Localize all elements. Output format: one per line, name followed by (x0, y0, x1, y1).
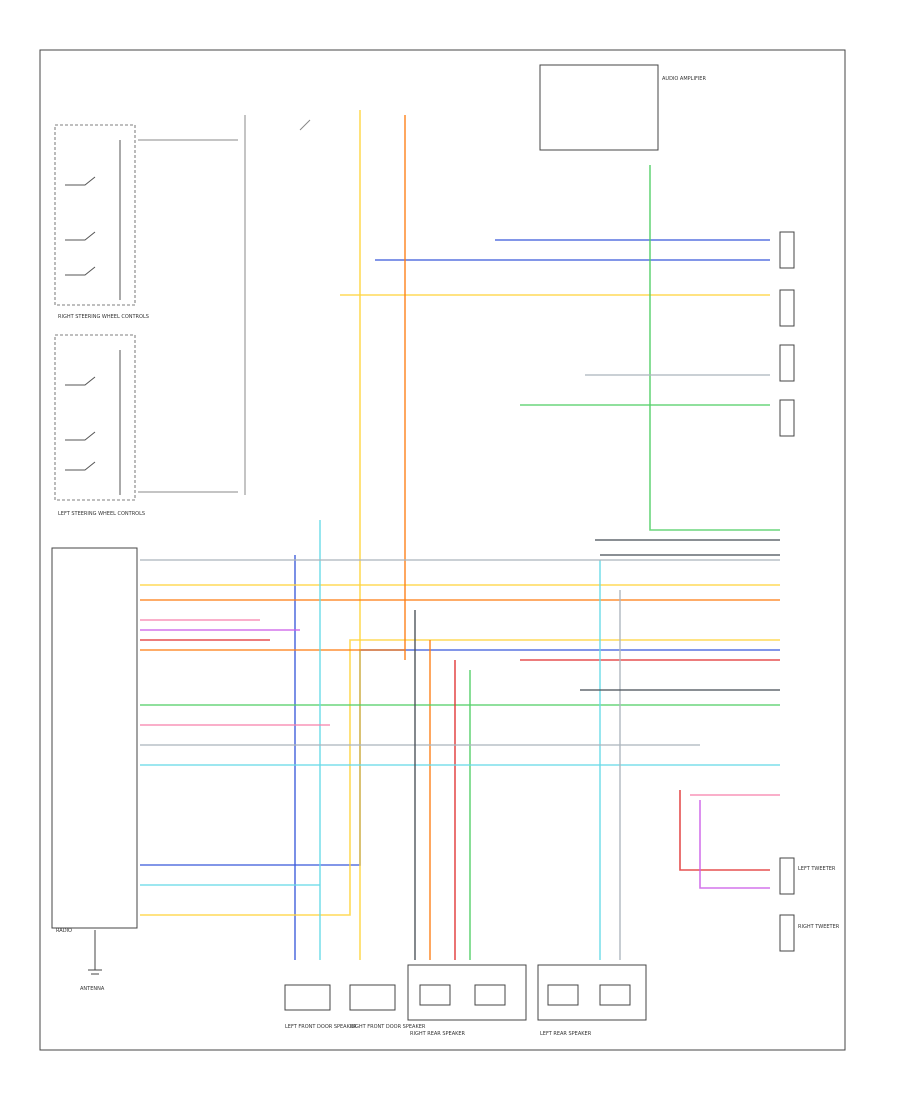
left-steering-controls-label: LEFT STEERING WHEEL CONTROLS (58, 511, 145, 517)
wire (140, 639, 780, 916)
left-steering-wheel-controls-box (54, 334, 136, 501)
radio-box (51, 547, 138, 929)
wire (649, 165, 780, 531)
wire (699, 800, 770, 889)
radio-label: RADIO (56, 928, 72, 934)
gray-bus-lines (138, 115, 311, 495)
wire-group (140, 110, 780, 960)
right-side-connectors (779, 231, 795, 952)
left-tweeter-label: LEFT TWEETER (798, 866, 836, 872)
amp-label: AUDIO AMPLIFIER (662, 76, 706, 82)
right-rear-speaker-label: RIGHT REAR SPEAKER (410, 1031, 466, 1037)
bottom-speakers (284, 964, 647, 1021)
wire (140, 649, 780, 866)
right-tweeter-label: RIGHT TWEETER (798, 924, 840, 930)
antenna-label: ANTENNA (80, 986, 105, 992)
audio-amplifier-box (539, 64, 659, 151)
right-steering-wheel-controls-box (54, 124, 136, 306)
steering-switches (65, 140, 121, 495)
lf-door-speaker-label: LEFT FRONT DOOR SPEAKER (285, 1024, 357, 1030)
rf-door-speaker-label: RIGHT FRONT DOOR SPEAKER (350, 1024, 426, 1030)
diagram-frame (39, 49, 846, 1051)
right-steering-controls-label: RIGHT STEERING WHEEL CONTROLS (58, 314, 149, 320)
left-rear-speaker-label: LEFT REAR SPEAKER (540, 1031, 592, 1037)
antenna-icon (88, 930, 102, 975)
wire (679, 790, 770, 871)
